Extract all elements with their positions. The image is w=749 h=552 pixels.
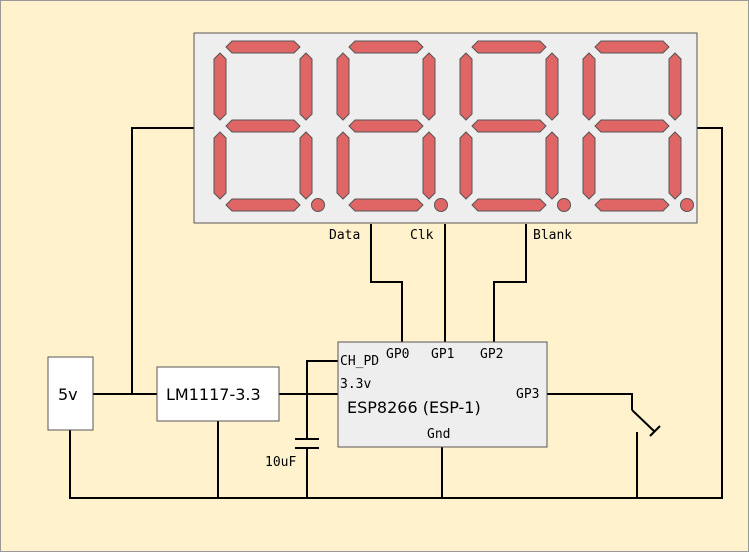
regulator-box: [156, 366, 280, 422]
digit-1-segment-b: [299, 52, 313, 121]
digit-1-segment-a: [225, 40, 301, 54]
display-pin-data: Data: [329, 228, 360, 243]
digit-1-segment-f: [213, 52, 227, 121]
digit-2-segment-a: [348, 40, 424, 54]
digit-4-segment-g: [594, 119, 670, 133]
esp-pin-gp1: GP1: [431, 347, 454, 362]
esp-module-box: [337, 341, 548, 448]
digit-4-decimal-point: [680, 198, 694, 212]
vcc-5v-display-wire: [131, 127, 194, 394]
esp-pin-gp0: GP0: [386, 347, 409, 362]
digit-1-decimal-point: [311, 198, 325, 212]
digit-2-segment-d: [348, 198, 424, 212]
display-pin-clk: Clk: [410, 228, 434, 243]
digit-2-segment-g: [348, 119, 424, 133]
data-wire: [370, 224, 403, 342]
switch-contact: [649, 425, 661, 437]
digit-4-segment-d: [594, 198, 670, 212]
digit-2-segment-f: [336, 52, 350, 121]
digit-3-segment-g: [471, 119, 547, 133]
digit-1-segment-c: [299, 131, 313, 200]
esp-pin-gnd: Gnd: [427, 427, 450, 442]
digit-2-segment-c: [422, 131, 436, 200]
esp-pin-3v3: 3.3v: [340, 377, 371, 392]
digit-2-segment-b: [422, 52, 436, 121]
digit-3-segment-a: [471, 40, 547, 54]
digit-3-segment-f: [459, 52, 473, 121]
switch-lever: [631, 409, 656, 433]
esp-pin-gp2: GP2: [480, 347, 503, 362]
esp-pin-ch-pd: CH_PD: [340, 354, 379, 369]
power-source-box: [47, 356, 94, 431]
digit-1-segment-d: [225, 198, 301, 212]
digit-3-decimal-point: [557, 198, 571, 212]
digit-3-segment-d: [471, 198, 547, 212]
digit-3-segment-e: [459, 131, 473, 200]
digit-2-decimal-point: [434, 198, 448, 212]
digit-4-segment-f: [582, 52, 596, 121]
gp3-wire: [547, 393, 633, 410]
digit-1-segment-g: [225, 119, 301, 133]
digit-4-segment-c: [668, 131, 682, 200]
regulator-label: LM1117-3.3: [166, 385, 261, 404]
digit-2-segment-e: [336, 131, 350, 200]
digit-1-segment-e: [213, 131, 227, 200]
capacitor: [295, 438, 319, 449]
esp-pin-gp3: GP3: [516, 387, 539, 402]
ch-pd-wire: [306, 360, 338, 439]
capacitor-label: 10uF: [265, 455, 296, 470]
esp-module-label: ESP8266 (ESP-1): [347, 398, 481, 417]
power-source-label: 5v: [58, 385, 78, 404]
ground-wire: [69, 127, 723, 499]
blank-wire: [493, 224, 527, 342]
seven-segment-display: [213, 40, 694, 212]
digit-3-segment-b: [545, 52, 559, 121]
display-pin-blank: Blank: [533, 228, 572, 243]
digit-4-segment-e: [582, 131, 596, 200]
digit-4-segment-b: [668, 52, 682, 121]
digit-3-segment-c: [545, 131, 559, 200]
wires: [69, 127, 723, 499]
digit-4-segment-a: [594, 40, 670, 54]
